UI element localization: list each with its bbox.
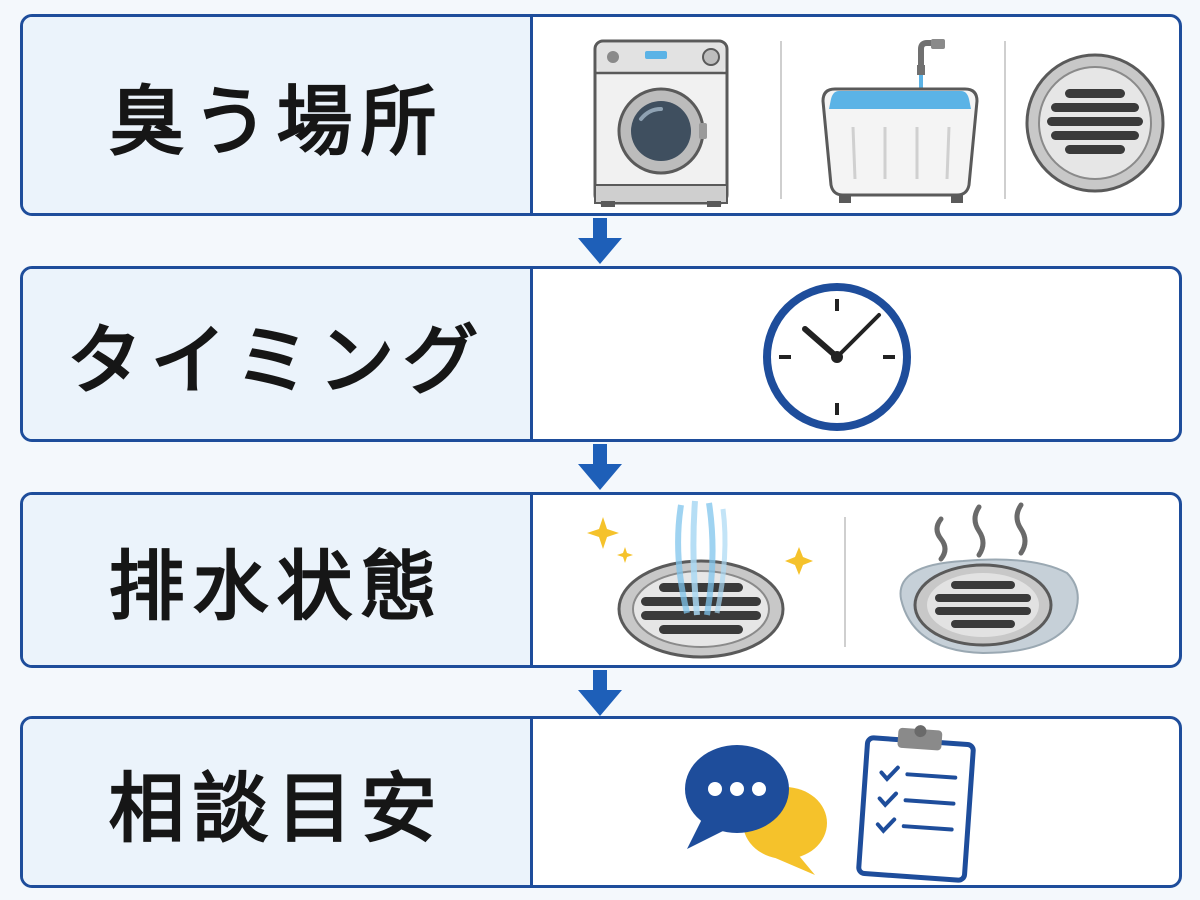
row-consultation-guideline: 相談目安: [20, 716, 1182, 888]
floor-drain-icon: [1025, 53, 1165, 193]
row-label: 排水状態: [108, 542, 445, 631]
row-label: 相談目安: [108, 764, 445, 853]
row-odor-location: 臭う場所: [20, 14, 1182, 216]
label-cell: タイミング: [23, 269, 533, 439]
arrow-down-icon: [578, 218, 622, 264]
icon-cell: [533, 269, 1179, 439]
timing-icons: [763, 283, 911, 431]
clock-icon: [763, 283, 911, 431]
row-timing: タイミング: [20, 266, 1182, 442]
row-label: タイミング: [66, 316, 487, 405]
icon-cell: [533, 17, 1179, 213]
row-drain-status: 排水状態: [20, 492, 1182, 668]
location-icons: [593, 39, 1165, 207]
row-label: 臭う場所: [108, 77, 445, 166]
label-cell: 相談目安: [23, 719, 533, 885]
arrow-down-icon: [578, 444, 622, 490]
bathtub-icon: [821, 39, 979, 203]
icon-cell: [533, 719, 1179, 885]
washing-machine-icon: [593, 39, 729, 207]
label-cell: 排水状態: [23, 495, 533, 665]
chat-bubbles-icon: [685, 745, 827, 875]
label-cell: 臭う場所: [23, 17, 533, 213]
consultation-icons: [685, 725, 976, 883]
icon-cell: [533, 495, 1179, 665]
arrow-down-icon: [578, 670, 622, 716]
smelly-clogged-drain-icon: [899, 502, 1079, 655]
clean-flowing-drain-icon: [587, 500, 813, 659]
drain-status-icons: [587, 500, 1079, 659]
checklist-clipboard-icon: [856, 725, 976, 883]
